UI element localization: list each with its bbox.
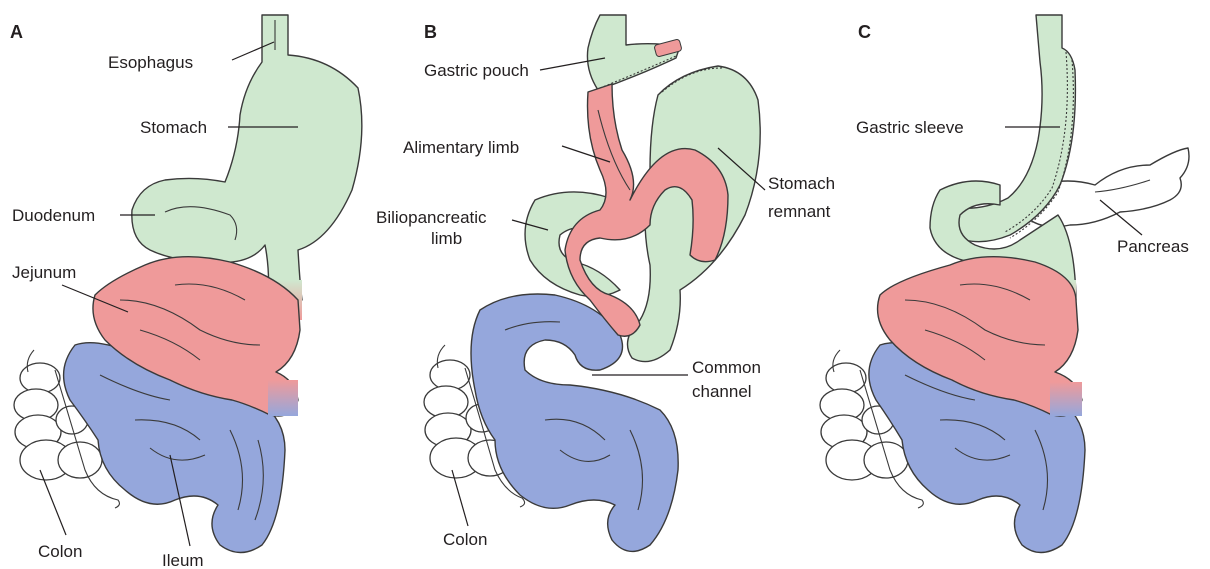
label-stomach-remnant-2: remnant [768, 202, 831, 221]
label-biliopancreatic-1: Biliopancreatic [376, 208, 487, 227]
label-pancreas: Pancreas [1117, 237, 1189, 256]
label-jejunum: Jejunum [12, 263, 76, 282]
panel-a-letter: A [10, 22, 23, 42]
label-common-channel-1: Common [692, 358, 761, 377]
panel-a: A Esophagus [10, 15, 362, 569]
panel-b: B Gastric pouch [376, 15, 835, 551]
label-colon-a: Colon [38, 542, 82, 561]
label-gastric-pouch: Gastric pouch [424, 61, 529, 80]
label-stomach: Stomach [140, 118, 207, 137]
label-common-channel-2: channel [692, 382, 752, 401]
label-biliopancreatic-2: limb [431, 229, 462, 248]
panel-b-letter: B [424, 22, 437, 42]
label-alimentary-limb: Alimentary limb [403, 138, 519, 157]
panel-c-letter: C [858, 22, 871, 42]
label-duodenum: Duodenum [12, 206, 95, 225]
panel-c: C G [820, 15, 1189, 553]
label-esophagus: Esophagus [108, 53, 193, 72]
label-stomach-remnant-1: Stomach [768, 174, 835, 193]
label-colon-b: Colon [443, 530, 487, 549]
label-ileum: Ileum [162, 551, 204, 569]
label-gastric-sleeve: Gastric sleeve [856, 118, 964, 137]
